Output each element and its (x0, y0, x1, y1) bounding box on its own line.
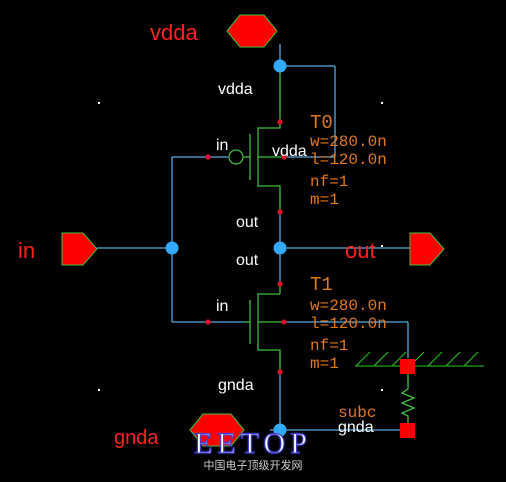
net-label-substrate-gnda: gnda (338, 419, 374, 436)
pin-label-gnda: gnda (114, 427, 159, 449)
substrate-pin-top (400, 359, 415, 374)
pin-in-shape[interactable] (61, 232, 98, 266)
wires (97, 44, 410, 431)
pmos-gate-bubble (228, 149, 244, 165)
substrate-pin-bottom (400, 423, 415, 438)
substrate-label: subc (338, 404, 376, 422)
substrate-resistor (400, 374, 416, 424)
pmos-instance-name: T0 (310, 112, 333, 134)
nmos-instance-name: T1 (310, 274, 333, 296)
pmos-length: l=120.0n (310, 151, 387, 169)
net-label-pmos-body: vdda (272, 143, 307, 160)
nmos-width: w=280.0n (310, 297, 387, 315)
pin-out-shape[interactable] (409, 232, 445, 266)
nmos-nf: nf=1 (310, 337, 348, 355)
pin-label-vdda: vdda (150, 20, 198, 45)
pin-label-out: out (345, 238, 376, 263)
junction-dots (165, 59, 287, 437)
grid-dots (98, 102, 383, 391)
terminal-dots (205, 119, 287, 375)
junction-gnda (273, 423, 287, 437)
nmos-properties: T1 w=280.0n l=120.0n nf=1 m=1 (310, 274, 387, 373)
net-label-vdda: vdda (218, 81, 253, 98)
nmos-transistor-t1[interactable] (244, 284, 284, 372)
junction-out (273, 241, 287, 255)
pin-vdda-shape[interactable] (226, 14, 278, 48)
net-label-pmos-gate: in (216, 137, 228, 154)
substrate-contact[interactable] (355, 351, 484, 438)
pin-label-in: in (18, 238, 35, 263)
pmos-transistor-t0[interactable] (228, 70, 284, 212)
nmos-length: l=120.0n (310, 315, 387, 333)
nmos-m: m=1 (310, 355, 339, 373)
junction-in (165, 241, 179, 255)
pin-gnda-shape[interactable] (189, 413, 245, 447)
net-label-out-lower: out (236, 252, 259, 269)
junction-vdda (273, 59, 287, 73)
pmos-width: w=280.0n (310, 133, 387, 151)
net-label-gnda: gnda (218, 377, 254, 394)
pmos-nf: nf=1 (310, 173, 348, 191)
pmos-properties: T0 w=280.0n l=120.0n nf=1 m=1 (310, 112, 387, 209)
ground-hatch (355, 351, 484, 367)
pmos-m: m=1 (310, 191, 339, 209)
net-label-nmos-gate: in (216, 298, 228, 315)
net-label-out-upper: out (236, 214, 259, 231)
